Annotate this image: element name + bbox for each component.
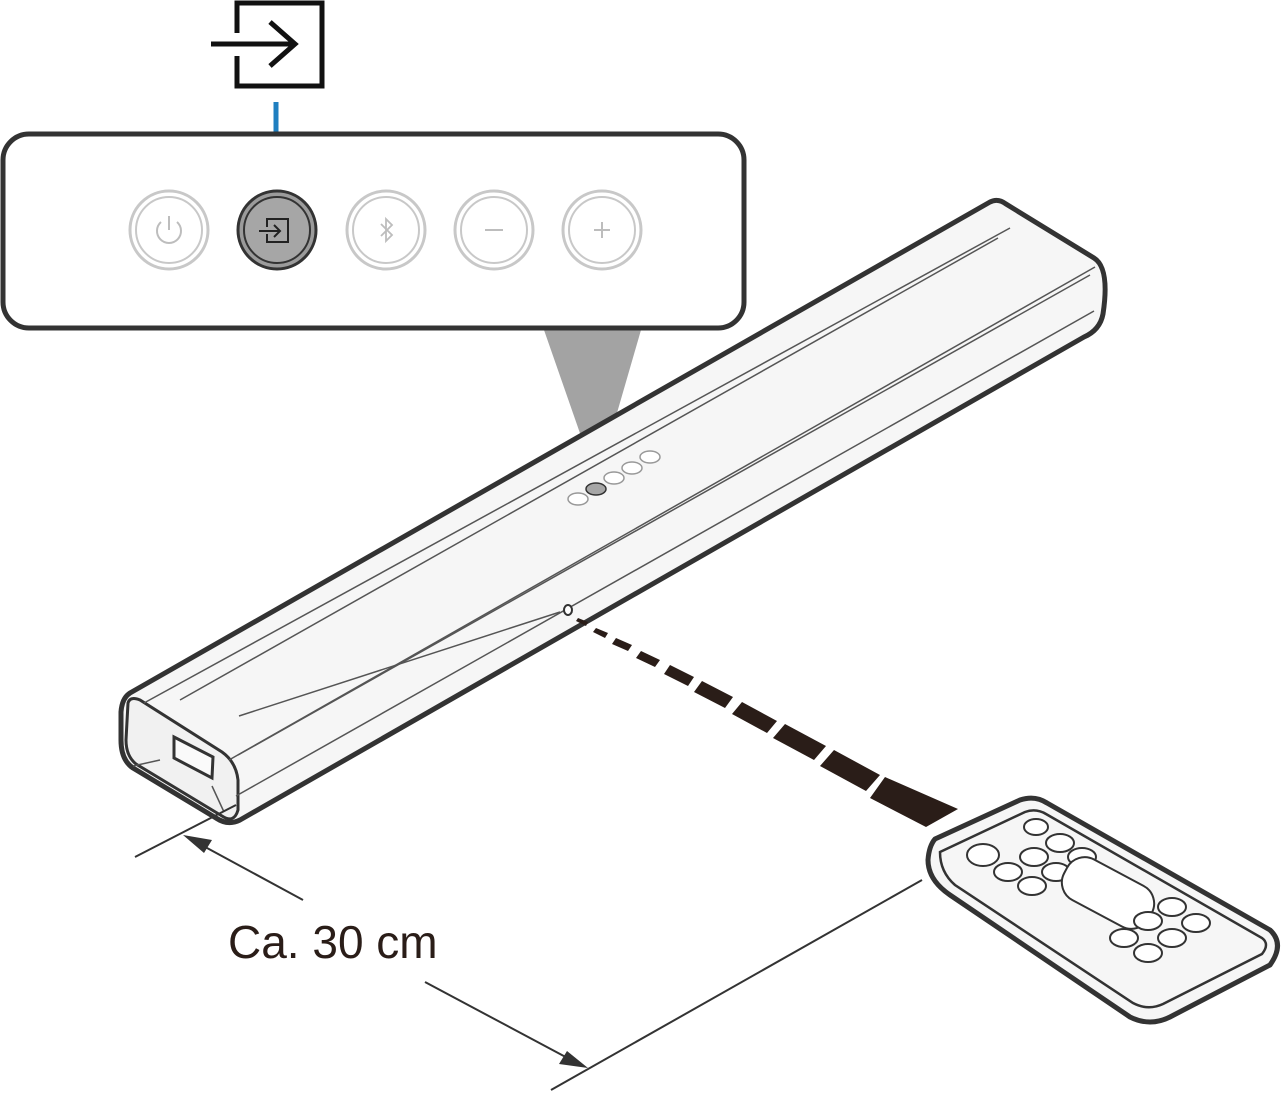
bluetooth-button[interactable] [345,189,427,271]
distance-dimension [134,804,923,1091]
arrowhead-left [183,835,212,853]
soundbar-input-button [585,482,607,496]
plus-icon [594,222,610,238]
power-icon [156,216,182,244]
remote-control [925,795,1280,1025]
soundbar [118,197,1108,826]
zoom-cone [544,330,641,482]
power-button[interactable] [128,189,210,271]
button-panel-callout [0,131,747,331]
ir-beam [576,618,958,827]
bluetooth-icon [380,216,394,244]
volume-down-button[interactable] [453,189,535,271]
volume-up-button[interactable] [561,189,643,271]
input-icon-large [211,0,325,89]
input-icon [259,218,289,243]
ir-sensor [563,604,573,616]
input-button[interactable] [236,189,318,271]
arrowhead-right [559,1051,588,1068]
distance-label: Ca. 30 cm [228,916,438,968]
